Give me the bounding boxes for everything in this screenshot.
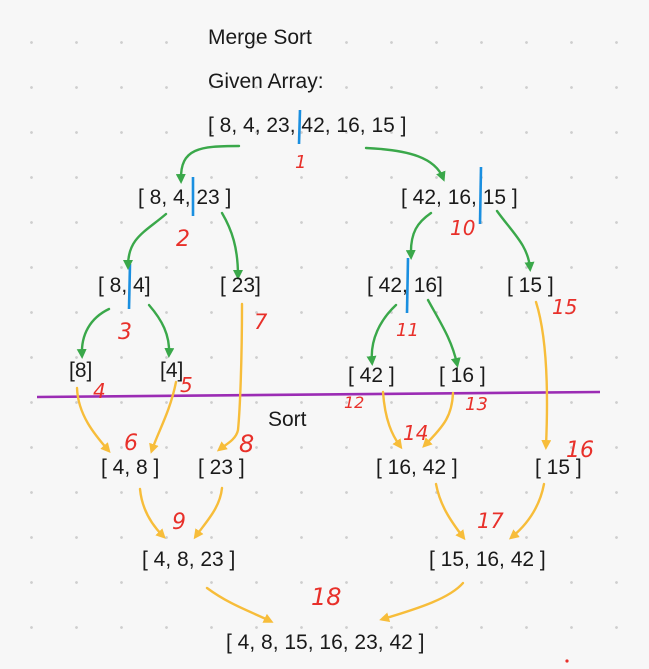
split-markers — [127, 109, 483, 314]
split-arrow — [426, 298, 461, 368]
step-number: 8 — [239, 430, 254, 458]
split-marker-left-left — [127, 263, 132, 310]
split-arrow — [364, 146, 446, 182]
step-number: 18 — [311, 583, 342, 611]
array-merged-4-8: [ 4, 8 ] — [101, 456, 160, 479]
array-sorted-23: [ 23 ] — [198, 456, 245, 479]
split-arrow — [147, 303, 175, 358]
step-number: 5 — [180, 373, 193, 397]
stray-dot — [565, 659, 569, 663]
merge-arrow — [149, 380, 178, 454]
step-number: 11 — [396, 320, 419, 341]
array-final-sorted: [ 4, 8, 15, 16, 23, 42 ] — [226, 631, 425, 654]
step-number: 7 — [254, 310, 268, 334]
array-merged-15-16-42: [ 15, 16, 42 ] — [429, 548, 546, 571]
merge-arrow — [216, 302, 244, 452]
array-leaf-4: [4] — [160, 359, 184, 382]
step-numbers: 1 2 3 4 5 6 7 8 9 10 11 12 13 14 15 16 1… — [93, 152, 594, 611]
step-number: 10 — [450, 216, 475, 240]
split-arrow — [405, 211, 433, 260]
sort-divider-line — [36, 390, 601, 399]
split-arrow — [366, 303, 398, 366]
split-marker-right — [478, 166, 483, 225]
array-right: [ 42, 16, 15 ] — [401, 186, 518, 209]
step-number: 16 — [566, 438, 594, 463]
split-marker-root — [297, 109, 302, 145]
step-number: 14 — [403, 421, 428, 445]
array-leaf-16: [ 16 ] — [439, 364, 486, 387]
array-right-left: [ 42, 16] — [367, 274, 443, 297]
array-sorted-15: [ 15 ] — [535, 456, 582, 479]
array-merged-16-42: [ 16, 42 ] — [376, 456, 458, 479]
diagram-title: Merge Sort — [208, 26, 312, 49]
array-leaf-42: [ 42 ] — [348, 364, 395, 387]
step-number: 1 — [295, 152, 306, 173]
array-root: [ 8, 4, 23, 42, 16, 15 ] — [208, 114, 407, 137]
merge-arrow — [434, 482, 466, 541]
sort-label: Sort — [268, 408, 307, 431]
step-number: 2 — [176, 227, 190, 252]
split-arrow — [495, 209, 535, 272]
merge-arrow — [381, 390, 403, 450]
merge-arrow — [205, 586, 274, 623]
array-leaf-8: [8] — [69, 359, 93, 382]
array-left-right: [ 23] — [220, 274, 261, 297]
step-number: 15 — [552, 295, 577, 319]
split-marker-right-left — [405, 257, 410, 314]
merge-arrow — [379, 581, 465, 623]
merge-arrow — [193, 486, 224, 540]
split-arrow — [76, 307, 111, 359]
array-left-left: [ 8, 4] — [98, 274, 151, 297]
step-number: 4 — [93, 379, 106, 403]
merge-arrow — [75, 386, 111, 454]
step-number: 3 — [118, 320, 132, 345]
split-arrow — [175, 144, 241, 184]
array-right-right: [ 15 ] — [507, 274, 554, 297]
merge-arrow — [534, 300, 552, 450]
given-array-label: Given Array: — [208, 70, 324, 93]
merge-arrow — [138, 487, 166, 539]
split-arrow — [123, 212, 168, 270]
merge-arrow — [508, 482, 546, 540]
array-merged-4-8-23: [ 4, 8, 23 ] — [142, 548, 236, 571]
step-number: 13 — [465, 394, 488, 415]
step-number: 17 — [477, 509, 504, 533]
step-number: 6 — [124, 431, 138, 456]
split-arrow — [220, 211, 243, 280]
merge-arrows — [75, 300, 552, 623]
array-left: [ 8, 4, 23 ] — [138, 186, 232, 209]
merge-arrow — [422, 391, 455, 448]
step-number: 9 — [172, 510, 186, 535]
step-number: 12 — [344, 393, 364, 412]
split-arrows — [76, 144, 535, 368]
